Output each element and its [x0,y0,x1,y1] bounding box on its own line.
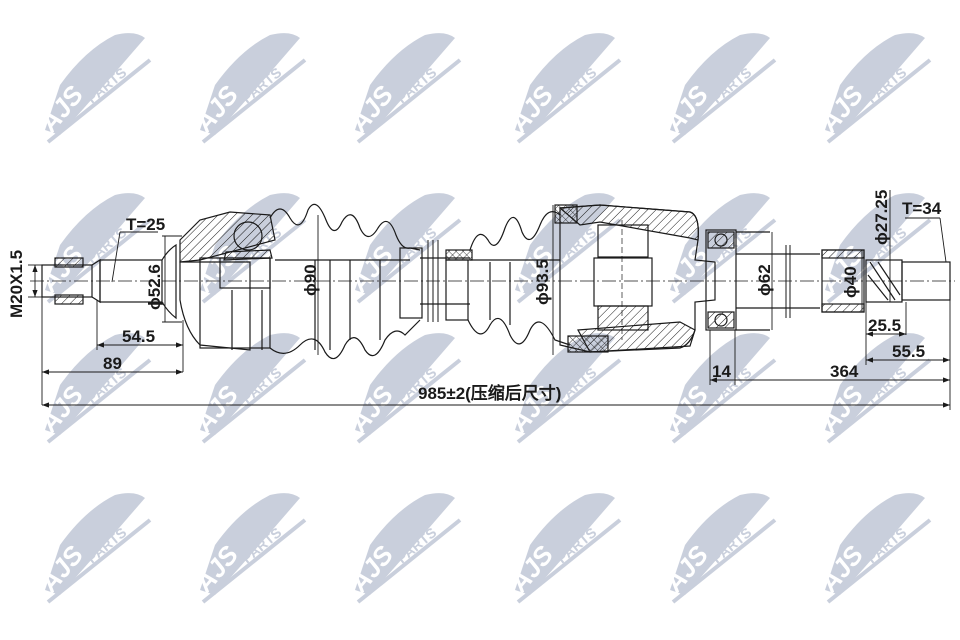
spline-length-2-label: 55.5 [892,342,925,361]
support-bearing [705,229,770,331]
inner-stub [736,245,951,318]
outer-cv-joint [179,211,276,351]
outer-boot [269,203,423,360]
outer-length-1-label: 54.5 [122,327,155,346]
total-length-label: 985±2(压缩后尺寸) [418,383,561,403]
thread-dimension: M20X1.5 [7,250,26,318]
inner-length-label: 364 [830,362,859,381]
inner-tripod-joint [554,204,716,353]
outer-length-2-label: 89 [103,354,122,373]
outer-diameter-label: ϕ52.6 [145,264,164,310]
spline-length-1-label: 25.5 [868,316,901,335]
seal-diameter-label: ϕ40 [841,266,860,298]
outer-stub [41,243,177,320]
bearing-diameter-label: ϕ62 [755,264,774,296]
inner-splines-label: T=34 [902,199,942,218]
bearing-width-label: 14 [712,362,731,381]
outer-splines-label: T=25 [126,215,165,234]
inner-boot [445,211,571,346]
outer-boot-diameter-label: ϕ90 [301,264,320,296]
inner-spline-diameter-label: ϕ27.25 [872,190,891,245]
inner-boot-diameter-label: ϕ93.5 [533,259,552,305]
